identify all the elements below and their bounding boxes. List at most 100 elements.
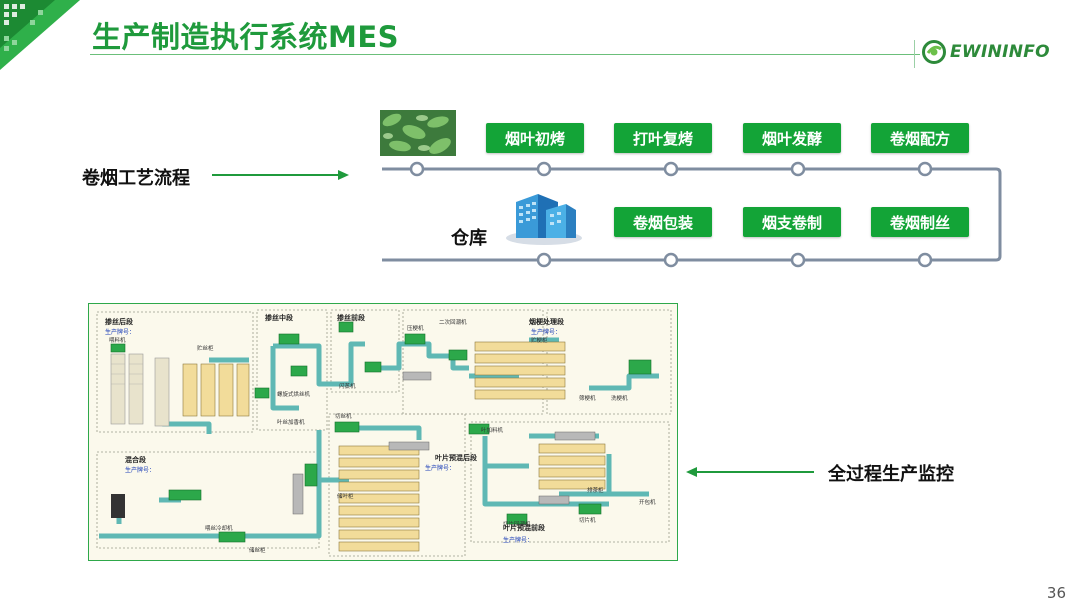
zone-title: 掺丝后段 [105,317,133,326]
step-button[interactable]: 烟叶发酵 [743,123,841,153]
conveyor [402,371,432,381]
zone-box [96,311,254,433]
machine-label: 储叶柜 [337,492,354,500]
machine [468,423,490,435]
pipe [319,425,422,483]
step-button[interactable]: 烟叶初烤 [486,123,584,153]
diagram-canvas: 掺丝后段 生产牌号： 掺丝中段 掺丝前段 烟梗处理段 生产牌号： 混合段 生产牌… [96,309,672,557]
title-underline [90,54,920,55]
page-number: 36 [1046,584,1066,602]
machine [578,503,602,515]
zone-title: 混合段 [125,455,146,464]
flow-node [790,252,806,268]
machine [364,361,382,373]
step-button[interactable]: 卷烟配方 [871,123,969,153]
storage-silo-group [110,353,170,427]
machine-label: 贮丝柜 [197,344,214,352]
step-button[interactable]: 烟支卷制 [743,207,841,237]
warehouse-label: 仓库 [451,228,487,249]
machine-label: 贮梗柜 [531,336,548,344]
company-logo: EWININFO [922,40,1050,64]
zone-box [470,421,670,543]
pipe [469,337,559,379]
machine [278,333,300,345]
cabinet-group [182,363,250,417]
flow-node [536,161,552,177]
batch-label: 生产牌号： [125,466,155,474]
step-button[interactable]: 卷烟包装 [614,207,712,237]
machine-label: 压梗机 [407,324,424,332]
machine-label: 闪蒸机 [339,382,356,390]
process-flow-lines [382,161,1002,268]
machine-label: 叶加料机 [481,426,504,434]
step-button[interactable]: 卷烟制丝 [871,207,969,237]
flow-node [536,252,552,268]
ewininfo-swirl-icon [922,40,946,64]
machine-label: 筛梗机 [579,394,596,402]
arrow-right-icon [212,170,349,180]
monitoring-label: 全过程生产监控 [828,464,954,485]
zone-title: 掺丝中段 [265,313,293,322]
corner-decoration [0,0,80,70]
zone-box [328,413,466,557]
flow-node [917,252,933,268]
machine [254,387,270,399]
cabinet-group [338,445,420,552]
cabinet-group [474,341,566,400]
machine [218,531,246,543]
machine [110,343,126,353]
batch-label: 生产牌号： [503,536,533,544]
arrow-left-icon [686,467,814,477]
pipe [559,454,649,497]
pipe [589,373,659,391]
zone-title: 掺丝前段 [337,313,365,322]
flow-node [663,161,679,177]
zone-title: 叶片预混后段 [435,453,477,462]
cabinet-group [538,443,606,490]
machine-label: 二次回潮机 [439,318,467,326]
machine [304,463,318,487]
machine-label: 开包机 [639,498,656,506]
machine [506,513,528,525]
machine-label: 叶丝加香机 [277,418,305,426]
machine-label: 洗梗机 [611,394,628,402]
pipe [273,341,365,387]
machine-label: 储丝柜 [249,546,266,554]
machine-label: 喂丝冷却机 [205,524,233,532]
batch-label: 生产牌号： [425,464,455,472]
pipe [99,430,322,539]
machine [628,359,652,375]
batch-label: 生产牌号： [531,328,561,336]
zone-title: 叶片预混前段 [503,523,545,532]
machine [334,421,360,433]
zone-box [256,309,328,431]
flow-node [790,161,806,177]
machine [404,333,426,345]
warehouse-building-image [502,180,584,246]
machine-label: 螺旋式烘丝机 [277,390,311,398]
pipe [365,341,469,371]
page-title: 生产制造执行系统MES [92,20,400,54]
step-button[interactable]: 打叶复烤 [614,123,712,153]
zone-title: 烟梗处理段 [529,317,564,326]
pipe [209,346,299,411]
flow-node [409,161,425,177]
machine [290,365,308,377]
machine-label: 切丝机 [335,412,352,420]
machine [168,489,202,501]
machine-label: 切片回潮机 [503,520,531,528]
machine [448,349,468,361]
logo-text: EWININFO [950,42,1050,62]
flow-node [663,252,679,268]
conveyor [538,495,570,505]
flow-node [917,161,933,177]
logo-divider [914,40,915,68]
conveyor [388,441,430,451]
feeder-bin [111,494,125,518]
zone-box [546,309,672,415]
machine-label: 排茶柜 [587,486,604,494]
conveyor [554,431,596,441]
process-flow-label: 卷烟工艺流程 [82,168,190,189]
machine [338,321,354,333]
tobacco-leaf-image [380,110,456,156]
